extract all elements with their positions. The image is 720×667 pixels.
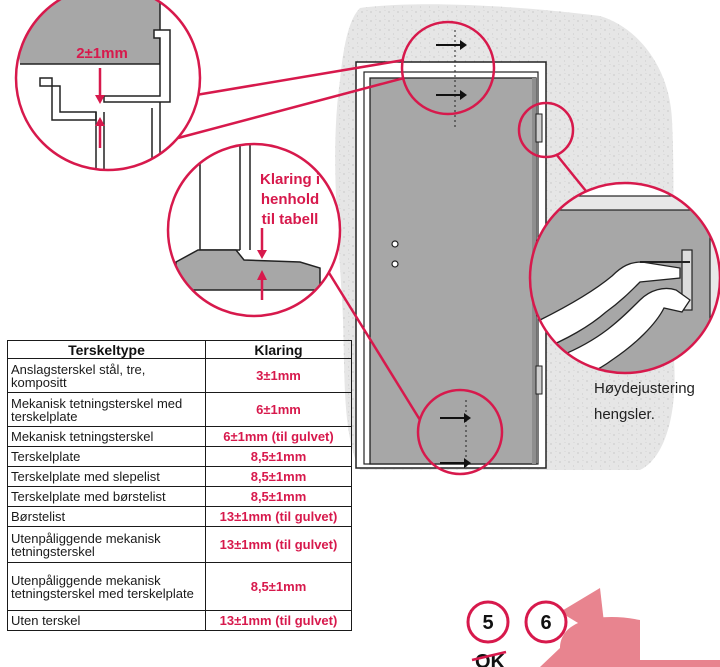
table-row: Utenpåliggende mekanisk tetningsterskel … [7,526,352,563]
hinge-caption-line1: Høydejustering [594,380,695,397]
clearance-detail [168,144,340,316]
cell-type: Utenpåliggende mekanisk tetningsterskel [7,526,206,563]
header-clearance: Klaring [205,340,352,359]
detail-marker-bottom [416,388,504,476]
cell-clearance: 8,5±1mm [205,486,352,507]
cell-type: Uten terskel [7,610,206,631]
threshold-table: Terskeltype Klaring Anslagsterskel stål,… [7,340,352,631]
cell-clearance: 6±1mm [205,392,352,427]
table-row: Mekanisk tetningsterskel med terskelplat… [7,392,352,427]
table-row: Terskelplate 8,5±1mm [7,446,352,467]
cell-clearance: 8,5±1mm [205,562,352,611]
step-badge-5 [466,600,510,644]
clearance-label-line3: til tabell [262,211,319,228]
top-gap-detail [16,0,200,170]
clearance-label-line2: henhold [261,191,319,208]
detail-marker-hinge [517,101,575,159]
return-arrow [540,617,720,667]
cell-type: Anslagsterskel stål, tre, kompositt [7,358,206,393]
clearance-label-line1: Klaring i [260,171,320,188]
cell-clearance: 3±1mm [205,358,352,393]
cell-type: Terskelplate [7,446,206,467]
cell-type: Terskelplate med børstelist [7,486,206,507]
cell-clearance: 8,5±1mm [205,446,352,467]
cell-type: Utenpåliggende mekanisk tetningsterskel … [7,562,206,611]
cell-clearance: 8,5±1mm [205,466,352,487]
cell-clearance: 13±1mm (til gulvet) [205,506,352,527]
table-header-row: Terskeltype Klaring [7,340,352,359]
table-row: Terskelplate med børstelist 8,5±1mm [7,486,352,507]
step-number-6: 6 [540,612,551,634]
door-leaf [369,77,537,465]
table-row: Uten terskel 13±1mm (til gulvet) [7,610,352,631]
cell-type: Mekanisk tetningsterskel med terskelplat… [7,392,206,427]
hinge [535,365,543,395]
header-threshold-type: Terskeltype [7,340,206,359]
hinge-adjust-detail [530,183,720,373]
table-row: Mekanisk tetningsterskel 6±1mm (til gulv… [7,426,352,447]
cell-clearance: 13±1mm (til gulvet) [205,610,352,631]
hinge-caption-line2: hengsler. [594,406,655,423]
table-row: Terskelplate med slepelist 8,5±1mm [7,466,352,487]
hinge [535,113,543,143]
table-row: Børstelist 13±1mm (til gulvet) [7,506,352,527]
lock-cylinder [391,240,399,248]
cell-clearance: 13±1mm (til gulvet) [205,526,352,563]
detail-marker-top [400,20,496,116]
step-badge-6 [524,600,568,644]
cell-type: Mekanisk tetningsterskel [7,426,206,447]
cell-type: Terskelplate med slepelist [7,466,206,487]
cell-clearance: 6±1mm (til gulvet) [205,426,352,447]
table-row: Utenpåliggende mekanisk tetningsterskel … [7,562,352,611]
step-number-5: 5 [482,612,493,634]
cell-type: Børstelist [7,506,206,527]
lock-cylinder [391,260,399,268]
gap-top-label: 2±1mm [76,45,128,62]
table-row: Anslagsterskel stål, tre, kompositt 3±1m… [7,358,352,393]
